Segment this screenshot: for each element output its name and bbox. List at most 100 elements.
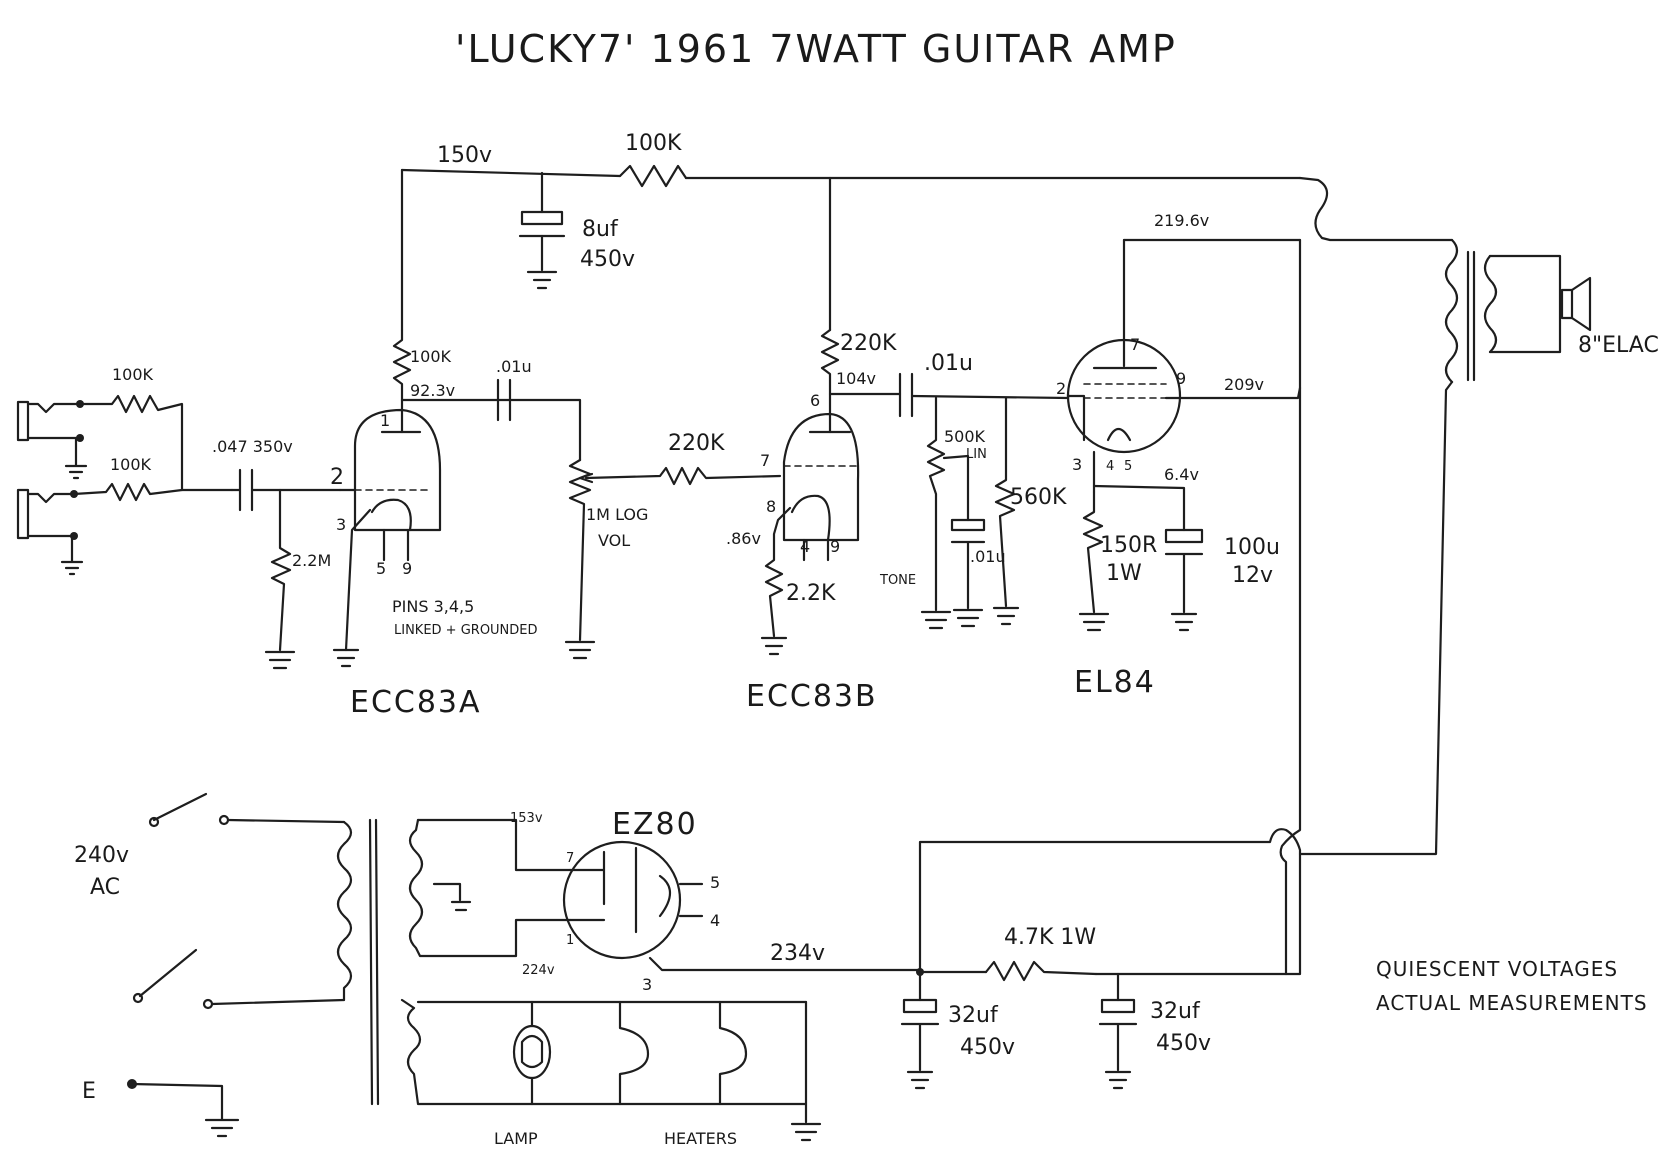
pot-vol-name: VOL bbox=[598, 531, 630, 550]
input-jack-2 bbox=[16, 488, 84, 576]
cap-f1-voltage: 450v bbox=[960, 1035, 1015, 1060]
heater-chain bbox=[512, 1000, 822, 1142]
speaker-label: 8"ELAC bbox=[1578, 333, 1659, 358]
pin-a1: 1 bbox=[380, 411, 390, 430]
pin-a3: 3 bbox=[336, 515, 346, 534]
output-transformer bbox=[1298, 238, 1562, 856]
r-grid-el84-label: 560K bbox=[1010, 485, 1067, 510]
pin-a9: 9 bbox=[402, 559, 412, 578]
ecc83a-label: ECC83A bbox=[350, 685, 482, 720]
speaker-icon bbox=[1560, 276, 1592, 332]
pins-note-1: PINS 3,4,5 bbox=[392, 597, 474, 616]
cap-couple-a-label: .01u bbox=[496, 357, 532, 376]
pot-tone bbox=[920, 396, 986, 630]
quiescent-note-2: ACTUAL MEASUREMENTS bbox=[1376, 991, 1648, 1015]
earth-ground bbox=[127, 1079, 240, 1138]
pin-b6: 6 bbox=[810, 391, 820, 410]
pot-tone-label: 500K bbox=[944, 427, 986, 446]
cap-f2-label: 32uf bbox=[1150, 999, 1201, 1024]
rail-150-label: 150v bbox=[437, 143, 492, 168]
tube-ecc83b bbox=[760, 328, 902, 656]
cap-couple-b-label: .01u bbox=[924, 351, 973, 376]
power-transformer bbox=[336, 818, 808, 1106]
r-in1-label: 100K bbox=[112, 365, 154, 384]
pin-b7: 7 bbox=[760, 451, 770, 470]
pin-el3: 3 bbox=[1072, 455, 1082, 474]
heaters-label: HEATERS bbox=[664, 1129, 737, 1148]
r-grid-label: 2.2M bbox=[292, 551, 331, 570]
ecc83b-label: ECC83B bbox=[746, 679, 878, 714]
el84-screen-voltage: 209v bbox=[1224, 375, 1264, 394]
el84-label: EL84 bbox=[1074, 665, 1156, 700]
plate-b-voltage: 104v bbox=[836, 369, 876, 388]
pin-b9: 9 bbox=[830, 537, 840, 556]
resistor-grid-leak bbox=[270, 488, 292, 652]
pot-vol-label: 1M LOG bbox=[586, 505, 648, 524]
r-filter-label: 4.7K 1W bbox=[1004, 925, 1096, 950]
filter-section bbox=[900, 828, 1302, 1090]
r-in2-label: 100K bbox=[110, 455, 152, 474]
cap-cath-el84-voltage: 12v bbox=[1232, 563, 1273, 588]
r-cath-el84-watt: 1W bbox=[1106, 561, 1142, 586]
mains-switch bbox=[132, 792, 346, 1010]
pot-volume bbox=[564, 458, 596, 660]
quiescent-note-1: QUIESCENT VOLTAGES bbox=[1376, 957, 1618, 981]
cap-in-label: .047 350v bbox=[212, 437, 293, 456]
schematic-title: 'LUCKY7' 1961 7WATT GUITAR AMP bbox=[455, 27, 1177, 71]
input-jack-1 bbox=[16, 400, 88, 480]
ez80-out-voltage: 234v bbox=[770, 941, 825, 966]
capacitor-input bbox=[230, 468, 342, 512]
resistor-input-1 bbox=[78, 394, 184, 492]
cap-8uf-label: 8uf bbox=[582, 217, 619, 242]
pin-ez5: 5 bbox=[710, 873, 720, 892]
pin-el2: 2 bbox=[1056, 379, 1066, 398]
ez80-a-voltage: 153v bbox=[510, 811, 543, 826]
pins-note-2: LINKED + GROUNDED bbox=[394, 623, 538, 638]
pin-el7: 7 bbox=[1130, 335, 1140, 354]
resistor-input-2 bbox=[72, 482, 234, 502]
resistor-220k-grid bbox=[584, 466, 782, 486]
el84-cathode-voltage: 6.4v bbox=[1164, 465, 1199, 484]
b-plus-rail bbox=[400, 164, 1454, 332]
r-plate-a-label: 100K bbox=[410, 347, 452, 366]
cathode-b-voltage: .86v bbox=[726, 529, 761, 548]
ez80-label: EZ80 bbox=[612, 807, 698, 842]
pin-ez1: 1 bbox=[566, 933, 574, 948]
capacitor-couple-a bbox=[496, 378, 512, 422]
tube-ez80 bbox=[562, 840, 922, 972]
resistor-dropper bbox=[618, 164, 688, 188]
lamp-label: LAMP bbox=[494, 1129, 538, 1148]
pin-b4: 4 bbox=[800, 537, 810, 556]
r-cath-b-label: 2.2K bbox=[786, 581, 836, 606]
cap-8uf-voltage: 450v bbox=[580, 247, 635, 272]
cap-f2-voltage: 450v bbox=[1156, 1031, 1211, 1056]
capacitor-couple-b bbox=[898, 372, 1070, 418]
capacitor-8uf bbox=[518, 171, 566, 290]
r-220-grid-label: 220K bbox=[668, 431, 725, 456]
pin-b8: 8 bbox=[766, 497, 776, 516]
cap-cath-el84-label: 100u bbox=[1224, 535, 1280, 560]
rail-219-label: 219.6v bbox=[1154, 211, 1209, 230]
supply-voltage-label: 240v bbox=[74, 843, 129, 868]
tube-ecc83a bbox=[332, 328, 582, 668]
tone-name: TONE bbox=[879, 573, 916, 588]
r-cath-el84-label: 150R bbox=[1100, 533, 1157, 558]
plate-a-voltage: 92.3v bbox=[410, 381, 455, 400]
dropper-label: 100K bbox=[625, 131, 682, 156]
pin-el9: 9 bbox=[1176, 369, 1186, 388]
pin-ez7: 7 bbox=[566, 851, 574, 866]
ez80-b-voltage: 224v bbox=[522, 963, 555, 978]
pin-el4: 4 bbox=[1106, 459, 1114, 474]
pot-tone-type: LIN bbox=[966, 447, 987, 462]
cap-f1-label: 32uf bbox=[948, 1003, 999, 1028]
supply-ac-label: AC bbox=[90, 875, 120, 900]
cap-tone-label: .01u bbox=[970, 547, 1006, 566]
pin-a2: 2 bbox=[330, 465, 344, 490]
pin-ez4: 4 bbox=[710, 911, 720, 930]
r-plate-b-label: 220K bbox=[840, 331, 897, 356]
pin-el5: 5 bbox=[1124, 459, 1132, 474]
pin-ez3: 3 bbox=[642, 975, 652, 994]
earth-label: E bbox=[82, 1079, 96, 1104]
resistor-560k bbox=[994, 396, 1016, 608]
